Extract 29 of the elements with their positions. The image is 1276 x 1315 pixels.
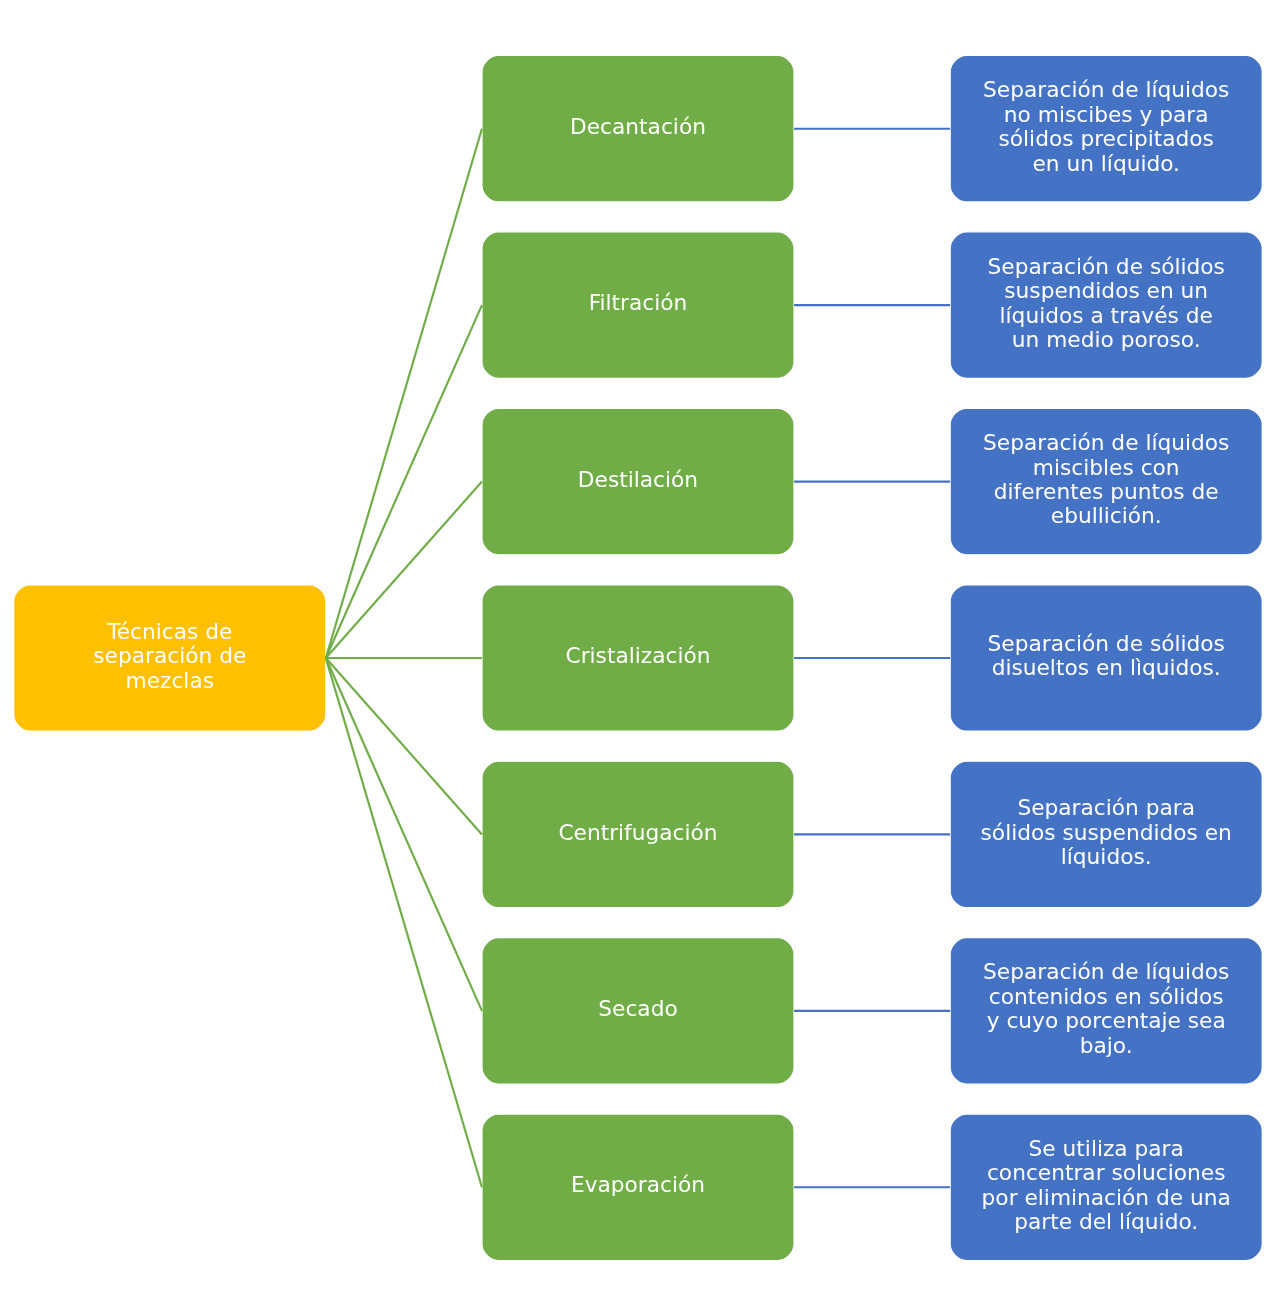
node-box: Separación de líquidos contenidos en sólidos y cuyo porcentaje sea bajo. <box>949 936 1263 1085</box>
connector <box>325 656 483 835</box>
node-box: Técnicas de separación de mezclas <box>13 583 327 732</box>
node-box: Separación para sólidos suspendidos en líquidos. <box>949 759 1263 908</box>
connector <box>324 657 483 1011</box>
connector <box>794 127 951 130</box>
node-box: Destilación <box>481 407 795 556</box>
node-box: Decantación <box>481 54 795 203</box>
connector <box>794 303 951 306</box>
connector <box>325 480 483 659</box>
connector <box>324 304 483 658</box>
node-box: Separación de sólidos disueltos en lìquidos. <box>949 583 1263 732</box>
node-box: Separación de sólidos suspendidos en un líquidos a través de un medio poroso. <box>949 230 1263 379</box>
connector <box>324 657 483 1188</box>
connector <box>794 656 951 659</box>
connector <box>325 656 482 659</box>
node-box: Secado <box>481 936 795 1085</box>
node-box: Cristalización <box>481 583 795 732</box>
node-box: Separación de líquidos miscibles con diferentes puntos de ebullición. <box>949 407 1263 556</box>
connector <box>794 480 951 483</box>
connector <box>794 1009 951 1012</box>
connector <box>794 832 951 835</box>
connector <box>794 1185 951 1188</box>
node-box: Filtración <box>481 230 795 379</box>
node-box: Se utiliza para concentrar soluciones por eliminación de una parte del líquido. <box>949 1112 1263 1261</box>
node-box: Centrifugación <box>481 759 795 908</box>
node-box: Separación de líquidos no miscibes y para sólidos precipitados en un líquido. <box>949 54 1263 203</box>
connector <box>324 127 483 658</box>
node-box: Evaporación <box>481 1112 795 1261</box>
